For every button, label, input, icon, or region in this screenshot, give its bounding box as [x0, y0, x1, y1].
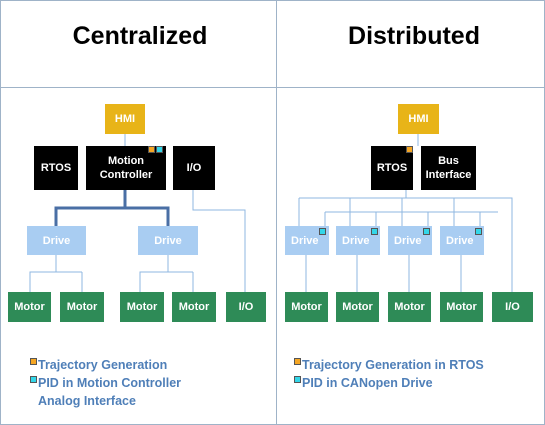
rtos-box: RTOS [371, 146, 413, 190]
legend-label: PID in Motion Controller [38, 376, 182, 390]
drive-box: Drive [27, 226, 86, 255]
legend-label: Analog Interface [38, 394, 136, 408]
legend-item: Trajectory Generation [30, 356, 181, 374]
pid-marker [371, 228, 378, 235]
legend-item: PID in Motion Controller [30, 374, 181, 392]
bus-interface-label: Bus Interface [425, 155, 472, 181]
legend-item: Analog Interface [30, 392, 181, 410]
motion-controller-label: Motion Controller [99, 155, 153, 181]
legend-label: Trajectory Generation [38, 358, 168, 372]
title-distributed: Distributed [348, 22, 480, 50]
legend-item: PID in CANopen Drive [294, 374, 484, 392]
motor-box: Motor [60, 292, 104, 322]
trajectory-marker [294, 358, 301, 365]
hmi-box: HMI [398, 104, 439, 134]
motor-box: Motor [336, 292, 379, 322]
title-centralized: Centralized [72, 22, 208, 50]
io-bottom-box: I/O [226, 292, 266, 322]
motor-box: Motor [172, 292, 216, 322]
pid-marker [423, 228, 430, 235]
rtos-box: RTOS [34, 146, 78, 190]
rtos-label: RTOS [376, 162, 408, 174]
legend-centralized: Trajectory Generation PID in Motion Cont… [30, 356, 181, 410]
legend-label: Trajectory Generation in RTOS [302, 358, 484, 372]
pid-marker [156, 146, 163, 153]
motor-box: Motor [388, 292, 431, 322]
legend-label: PID in CANopen Drive [302, 376, 433, 390]
io-top-label: I/O [186, 162, 202, 174]
trajectory-marker [406, 146, 413, 153]
motion-controller-box: Motion Controller [86, 146, 166, 190]
legend-item: Trajectory Generation in RTOS [294, 356, 484, 374]
pid-marker [475, 228, 482, 235]
motor-box: Motor [8, 292, 51, 322]
pid-marker [294, 376, 301, 383]
io-top-box: I/O [173, 146, 215, 190]
drive-box: Drive [388, 226, 432, 255]
motor-box: Motor [120, 292, 164, 322]
pid-marker [30, 376, 37, 383]
hmi-box: HMI [105, 104, 145, 134]
trajectory-marker [30, 358, 37, 365]
pid-marker [319, 228, 326, 235]
trajectory-marker [148, 146, 155, 153]
rtos-label: RTOS [40, 162, 72, 174]
motor-box: Motor [440, 292, 483, 322]
drive-box: Drive [138, 226, 198, 255]
io-bottom-box: I/O [492, 292, 533, 322]
bus-interface-box: Bus Interface [421, 146, 476, 190]
legend-distributed: Trajectory Generation in RTOS PID in CAN… [294, 356, 484, 392]
motor-box: Motor [285, 292, 328, 322]
